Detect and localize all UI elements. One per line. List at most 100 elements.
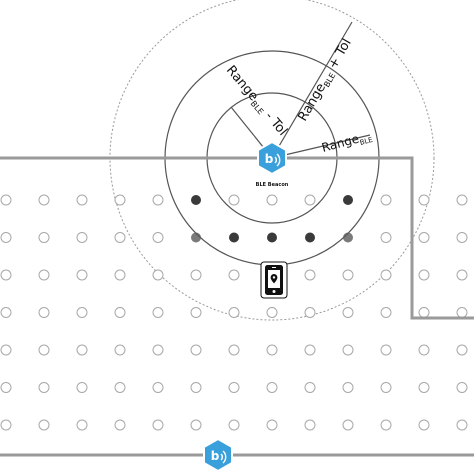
svg-text:b: b xyxy=(265,152,274,166)
grid-point xyxy=(418,307,430,318)
grid-point xyxy=(304,269,316,281)
ble-beacon-icon: b xyxy=(203,437,233,473)
grid-point xyxy=(380,194,392,206)
grid-point xyxy=(343,195,353,205)
grid-point xyxy=(266,419,278,431)
grid-point xyxy=(418,344,430,356)
grid-point xyxy=(76,419,88,431)
grid-point xyxy=(456,344,468,356)
grid-point xyxy=(190,419,202,431)
grid-point xyxy=(38,382,50,393)
room-wall-top xyxy=(0,156,474,320)
grid-point xyxy=(38,344,50,356)
grid-point xyxy=(76,232,88,243)
grid-point xyxy=(266,307,278,318)
grid-point xyxy=(418,194,430,206)
grid-point xyxy=(76,269,88,281)
grid-point xyxy=(228,419,240,431)
grid-point xyxy=(228,307,240,318)
beacon-caption: BLE Beacon xyxy=(256,182,289,188)
grid-point xyxy=(456,307,468,318)
grid-point xyxy=(114,232,126,243)
grid-point xyxy=(418,232,430,243)
grid-point xyxy=(152,344,164,356)
grid-point xyxy=(305,232,315,243)
grid-point xyxy=(0,382,12,393)
grid-points xyxy=(0,194,468,431)
grid-point xyxy=(114,344,126,356)
grid-point xyxy=(190,382,202,393)
label-range-ble: RangeBLE xyxy=(320,128,374,157)
grid-point xyxy=(0,307,12,318)
grid-point xyxy=(114,307,126,318)
grid-point xyxy=(38,269,50,281)
grid-point xyxy=(152,419,164,431)
grid-point xyxy=(456,419,468,431)
grid-point xyxy=(342,344,354,356)
grid-point xyxy=(380,419,392,431)
grid-point xyxy=(76,382,88,393)
grid-point xyxy=(114,194,126,206)
grid-point xyxy=(228,382,240,393)
grid-point xyxy=(0,344,12,356)
grid-point xyxy=(456,382,468,393)
grid-point xyxy=(114,269,126,281)
grid-point xyxy=(380,382,392,393)
grid-point xyxy=(152,232,164,243)
smartphone-icon xyxy=(260,261,288,299)
grid-point xyxy=(418,382,430,393)
grid-point xyxy=(418,419,430,431)
label-range-minus-tol: RangeBLE - Tol xyxy=(222,63,290,140)
grid-point xyxy=(152,269,164,281)
grid-point xyxy=(190,307,202,318)
label-range-plus-tol: RangeBLE + Tol xyxy=(295,36,355,124)
grid-point xyxy=(152,307,164,318)
grid-point xyxy=(380,269,392,281)
grid-point xyxy=(38,194,50,206)
grid-point xyxy=(190,269,202,281)
range-plus-tol-radius xyxy=(271,21,353,159)
grid-point xyxy=(342,382,354,393)
grid-point xyxy=(304,382,316,393)
grid-point xyxy=(114,419,126,431)
grid-point xyxy=(267,232,277,243)
grid-point xyxy=(304,344,316,356)
grid-point xyxy=(342,269,354,281)
grid-point xyxy=(304,194,316,206)
grid-point xyxy=(266,194,278,206)
grid-point xyxy=(190,344,202,356)
grid-point xyxy=(266,344,278,356)
range-ble-radius xyxy=(271,134,371,159)
grid-point xyxy=(191,195,201,205)
svg-text:b: b xyxy=(211,449,220,463)
grid-point xyxy=(152,382,164,393)
grid-point xyxy=(76,344,88,356)
grid-point xyxy=(0,232,12,243)
grid-point xyxy=(38,419,50,431)
grid-point xyxy=(266,382,278,393)
grid-point xyxy=(456,194,468,206)
grid-point xyxy=(380,232,392,243)
grid-point xyxy=(228,194,240,206)
grid-point xyxy=(38,232,50,243)
grid-point xyxy=(0,194,12,206)
grid-point xyxy=(342,307,354,318)
grid-point xyxy=(229,232,239,243)
grid-point xyxy=(304,307,316,318)
grid-point xyxy=(228,269,240,281)
grid-point xyxy=(228,344,240,356)
grid-point xyxy=(114,382,126,393)
grid-point xyxy=(342,419,354,431)
grid-point xyxy=(380,344,392,356)
ble-beacon-icon: b xyxy=(257,140,287,176)
grid-point xyxy=(304,419,316,431)
grid-point xyxy=(456,232,468,243)
grid-point xyxy=(0,269,12,281)
grid-point xyxy=(152,194,164,206)
grid-point xyxy=(38,307,50,318)
grid-point xyxy=(456,269,468,281)
grid-point xyxy=(76,194,88,206)
grid-point xyxy=(0,419,12,431)
